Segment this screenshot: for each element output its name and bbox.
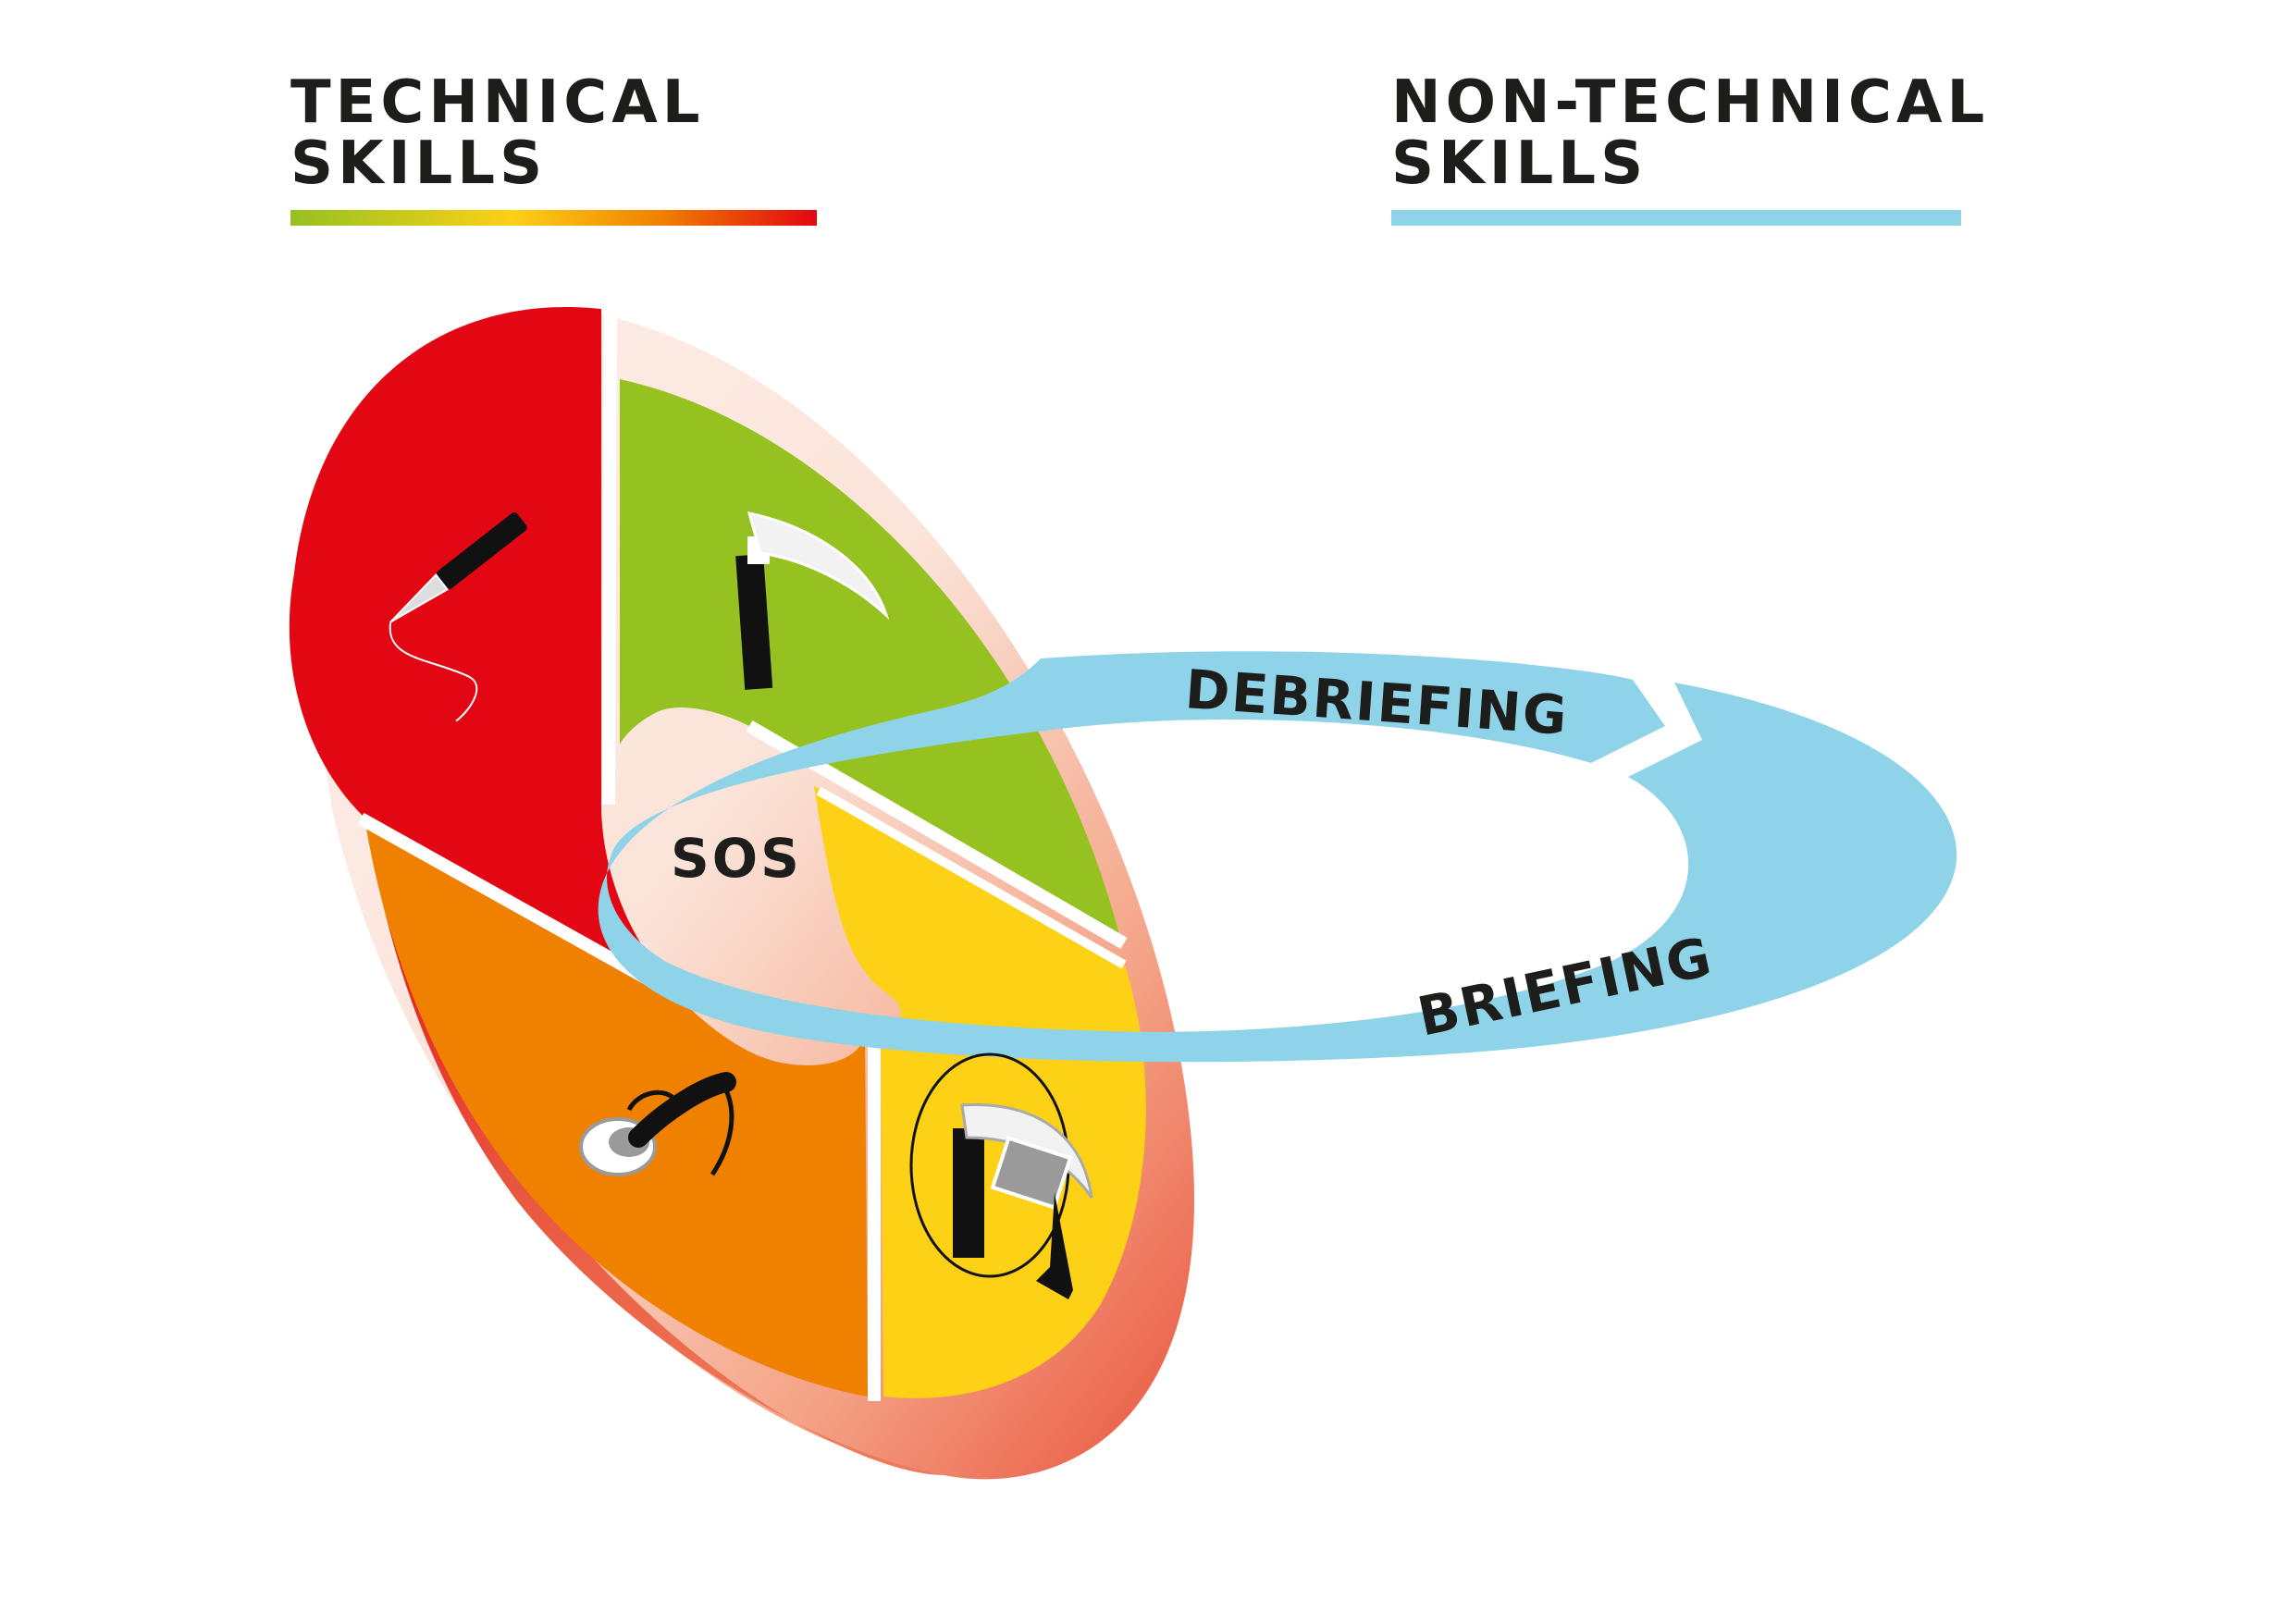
segment-green xyxy=(620,379,1121,941)
yellow-divider xyxy=(816,786,1127,969)
segment-orange xyxy=(365,823,868,1397)
scalpel-icon xyxy=(389,511,527,722)
non-technical-skills-heading: NON-TECHNICAL SKILLS xyxy=(1391,72,1989,194)
technical-skills-line2: SKILLS xyxy=(290,129,548,198)
laryngoscope-icon xyxy=(735,511,890,690)
non-technical-skills-line1: NON-TECHNICAL xyxy=(1391,68,1990,137)
sos-label: SOS xyxy=(671,827,802,890)
laryngeal-mask-icon xyxy=(579,1072,736,1176)
technical-skills-line1: TECHNICAL xyxy=(290,68,705,137)
technical-skills-gradient-bar xyxy=(290,210,817,226)
briefing-ring xyxy=(598,651,1957,1063)
non-technical-skills-bar xyxy=(1391,210,1961,226)
technical-skills-heading: TECHNICAL SKILLS xyxy=(290,72,705,194)
video-laryngoscope-icon xyxy=(909,1052,1093,1299)
segment-red xyxy=(289,306,680,994)
non-technical-skills-line2: SKILLS xyxy=(1391,129,1648,198)
